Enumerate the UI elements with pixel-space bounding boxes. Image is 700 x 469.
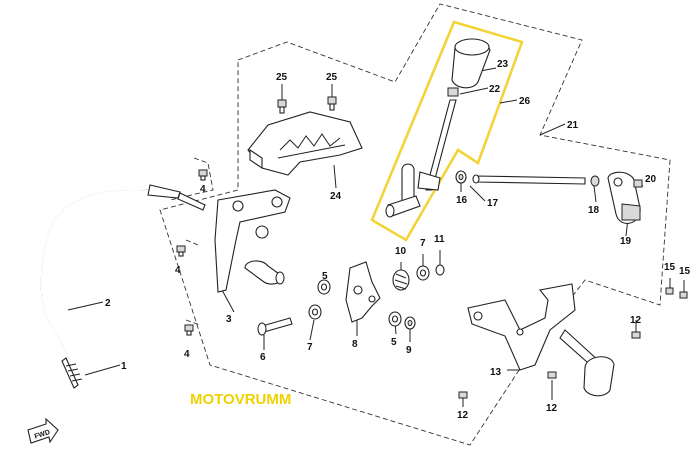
part-1-cable-end (61, 357, 83, 389)
bolt-bracket-dashes (169, 157, 214, 326)
part-19-shift-arm (607, 171, 641, 224)
label-25a: 25 (276, 72, 288, 83)
label-11: 11 (434, 234, 445, 245)
part-25-bolt-left (277, 99, 287, 114)
label-9: 9 (406, 345, 412, 356)
part-7-bushing-lower (308, 304, 322, 320)
part-25-bolt-right (327, 96, 337, 111)
label-12c: 12 (630, 315, 642, 326)
part-18-nut (590, 175, 600, 187)
label-23: 23 (497, 59, 509, 70)
part-15-bolt-a (665, 287, 674, 295)
part-13-mount-bracket (467, 283, 615, 397)
label-22: 22 (489, 84, 501, 95)
label-19: 19 (620, 236, 632, 247)
label-21: 21 (567, 120, 579, 131)
watermark-text: MOTOVRUMM (190, 391, 291, 408)
part-12-bolt-a (458, 391, 468, 399)
label-7a: 7 (307, 342, 313, 353)
label-17: 17 (487, 198, 499, 209)
label-24: 24 (330, 191, 342, 202)
label-1: 1 (121, 361, 127, 372)
label-12b: 12 (546, 403, 558, 414)
label-15b: 15 (679, 266, 691, 277)
label-10: 10 (395, 246, 407, 257)
part-3-pivot-bracket (214, 189, 291, 293)
part-16-washer (455, 170, 467, 184)
part-8-lever-plate (345, 261, 381, 323)
label-16: 16 (456, 195, 468, 206)
label-4a: 4 (200, 184, 206, 195)
part-24-shift-gate-cover (247, 111, 363, 176)
label-18: 18 (588, 205, 600, 216)
label-4b: 4 (175, 265, 181, 276)
label-6: 6 (260, 352, 266, 363)
highlight-outline-26 (370, 20, 524, 242)
label-20: 20 (645, 174, 657, 185)
label-26: 26 (519, 96, 531, 107)
part-11-washer (435, 264, 445, 276)
fwd-label: FWD (34, 429, 51, 441)
part-20-bolt (633, 179, 643, 188)
label-15a: 15 (664, 262, 676, 273)
part-22-knob-nut (447, 87, 459, 97)
label-5a: 5 (322, 271, 328, 282)
part-5-bushing-b (388, 311, 402, 327)
part-12-bolt-b (547, 371, 557, 379)
assembly-outline-21 (159, 3, 671, 446)
part-15-bolt-b (679, 291, 688, 299)
part-10-spring (392, 269, 410, 291)
label-8: 8 (352, 339, 358, 350)
part-12-bolt-c (631, 331, 641, 339)
part-6-pivot-pin (257, 317, 293, 336)
part-4-bolt-c (184, 324, 194, 336)
label-2: 2 (105, 298, 111, 309)
part-9-washer (404, 316, 416, 330)
part-7-bushing-b (416, 265, 430, 281)
fwd-arrow-icon: FWD (27, 417, 59, 444)
part-23-shift-knob (451, 38, 491, 89)
label-25b: 25 (326, 72, 338, 83)
part-26-shift-lever (385, 99, 457, 218)
label-4c: 4 (184, 349, 190, 360)
part-2-shift-cable (40, 184, 206, 361)
label-13: 13 (490, 367, 502, 378)
part-number-labels: 1 2 3 4 4 4 5 5 6 7 7 8 9 10 11 12 12 12… (105, 59, 691, 421)
label-5b: 5 (391, 337, 397, 348)
part-17-shift-shaft (472, 174, 586, 185)
part-4-bolt-a (198, 169, 208, 181)
part-4-bolt-b (176, 245, 186, 257)
label-3: 3 (226, 314, 232, 325)
label-12a: 12 (457, 410, 469, 421)
part-5-bushing-upper (317, 279, 331, 295)
label-7b: 7 (420, 238, 426, 249)
